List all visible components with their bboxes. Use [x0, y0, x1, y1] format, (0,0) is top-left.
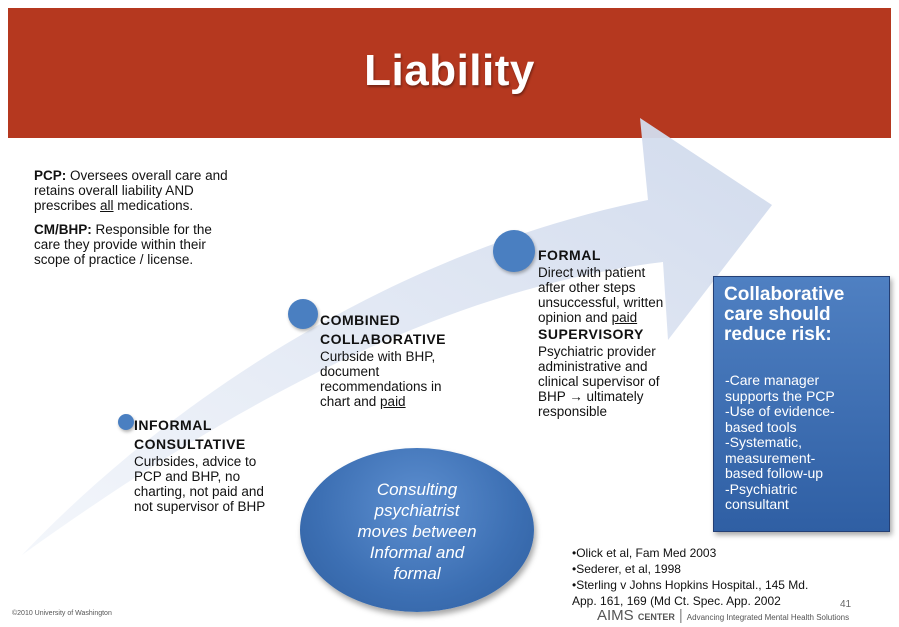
references: •Olick et al, Fam Med 2003 •Sederer, et …: [572, 545, 808, 609]
aims-center-logo: AIMS CENTER|Advancing Integrated Mental …: [597, 607, 850, 624]
copyright: ©2010 University of Washington: [12, 610, 112, 617]
informal-stage-dot: [118, 414, 134, 430]
title-banner: Liability: [8, 8, 891, 138]
arrow-shape: [22, 118, 772, 555]
cm-bhp-description: CM/BHP: Responsible for the care they pr…: [34, 222, 212, 267]
box-items: -Care manager supports the PCP -Use of e…: [725, 372, 835, 512]
formal-stage-dot: [493, 230, 535, 272]
combined-stage-dot: [288, 299, 318, 329]
formal-stage: FORMAL Direct with patient after other s…: [538, 247, 664, 419]
page-number: 41: [840, 599, 852, 610]
reference-item: App. 161, 169 (Md Ct. Spec. App. 2002: [572, 594, 781, 608]
reference-item: •Olick et al, Fam Med 2003: [572, 546, 717, 560]
consulting-psychiatrist-ellipse: Consulting psychiatrist moves between In…: [300, 448, 534, 612]
informal-stage: INFORMAL CONSULTATIVE Curbsides, advice …: [134, 417, 266, 514]
box-title: Collaborative care should reduce risk:: [724, 284, 845, 345]
reference-item: •Sederer, et al, 1998: [572, 562, 681, 576]
ellipse-text: Consulting psychiatrist moves between In…: [357, 480, 477, 583]
pcp-description: PCP: Oversees overall care and retains o…: [34, 168, 228, 213]
slide-title: Liability: [364, 46, 535, 95]
combined-stage: COMBINED COLLABORATIVE Curbside with BHP…: [320, 312, 447, 409]
collaborative-care-box: Collaborative care should reduce risk: -…: [713, 276, 890, 532]
reference-item: •Sterling v Johns Hopkins Hospital., 145…: [572, 578, 809, 592]
